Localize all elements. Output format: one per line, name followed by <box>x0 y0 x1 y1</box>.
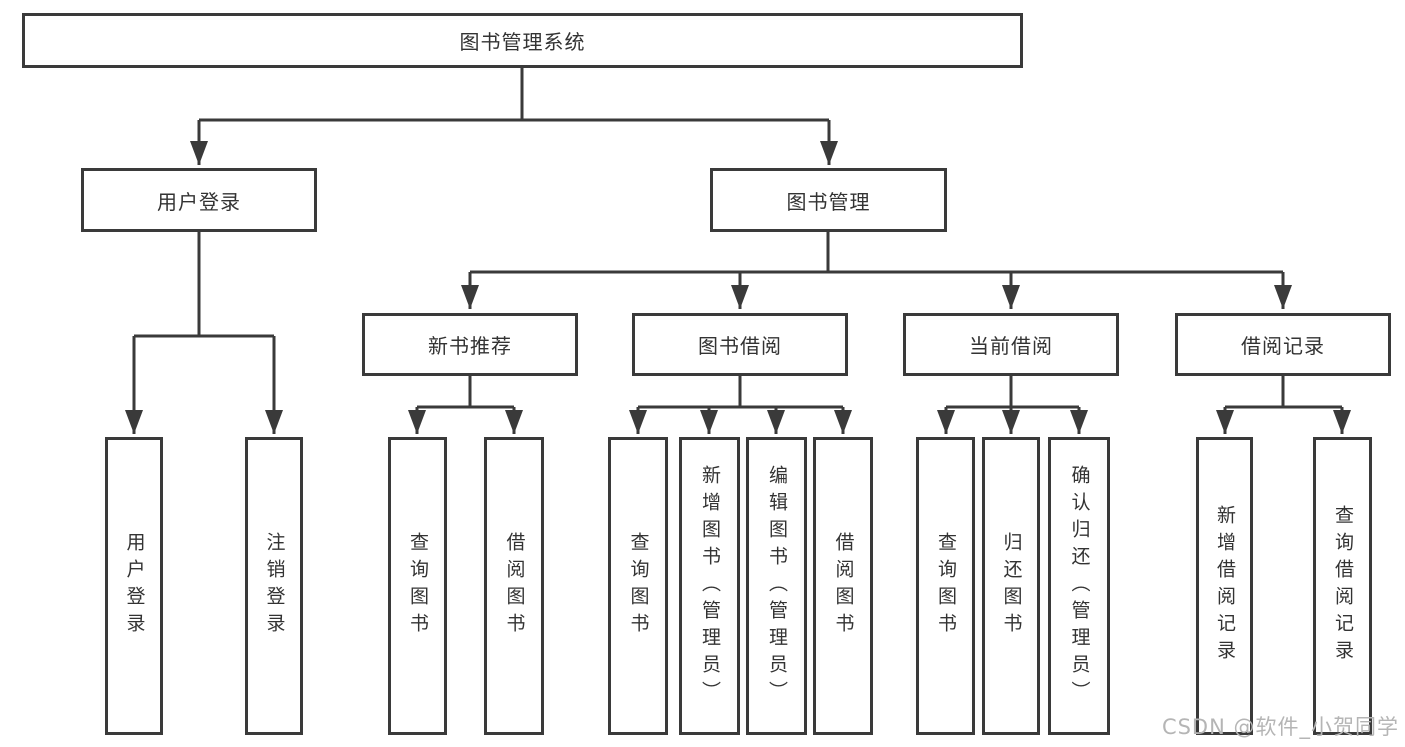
node-root-system: 图书管理系统 <box>22 13 1023 68</box>
leaf-query-books-current: 查询图书 <box>916 437 975 735</box>
node-book-management: 图书管理 <box>710 168 947 232</box>
leaf-add-books-admin: 新增图书（管理员） <box>679 437 740 735</box>
leaf-borrow-books-label: 借阅图书 <box>832 532 855 640</box>
node-borrow-records-label: 借阅记录 <box>1241 334 1325 358</box>
leaf-user-login: 用户登录 <box>105 437 163 735</box>
node-book-management-label: 图书管理 <box>786 189 871 214</box>
leaf-add-borrow-record-label: 新增借阅记录 <box>1214 505 1236 667</box>
node-book-borrow-label: 图书借阅 <box>698 334 782 358</box>
leaf-query-books-borrow: 查询图书 <box>608 437 668 735</box>
leaf-edit-books-admin: 编辑图书（管理员） <box>746 437 807 735</box>
node-book-borrow: 图书借阅 <box>632 313 848 376</box>
leaf-edit-books-admin-label: 编辑图书（管理员） <box>766 464 788 708</box>
node-user-login-label: 用户登录 <box>157 189 241 214</box>
leaf-return-books: 归还图书 <box>982 437 1040 735</box>
leaf-logout: 注销登录 <box>245 437 303 735</box>
leaf-return-books-label: 归还图书 <box>1000 532 1023 640</box>
trunk-lines <box>134 68 1342 409</box>
node-new-book-recommend: 新书推荐 <box>362 313 578 376</box>
leaf-add-borrow-record: 新增借阅记录 <box>1196 437 1253 735</box>
node-user-login: 用户登录 <box>81 168 317 232</box>
node-current-borrow: 当前借阅 <box>903 313 1119 376</box>
node-borrow-records: 借阅记录 <box>1175 313 1391 376</box>
leaf-query-borrow-record: 查询借阅记录 <box>1313 437 1372 735</box>
leaf-query-books-recommend-label: 查询图书 <box>407 532 429 640</box>
leaf-add-books-admin-label: 新增图书（管理员） <box>699 464 721 708</box>
leaf-borrow-books-recommend-label: 借阅图书 <box>503 532 526 640</box>
leaf-borrow-books: 借阅图书 <box>813 437 873 735</box>
leaf-user-login-label: 用户登录 <box>123 532 146 640</box>
leaf-query-books-recommend: 查询图书 <box>388 437 447 735</box>
node-current-borrow-label: 当前借阅 <box>969 334 1053 358</box>
leaf-confirm-return-admin: 确认归还（管理员） <box>1048 437 1110 735</box>
leaf-logout-label: 注销登录 <box>263 532 286 640</box>
leaf-query-borrow-record-label: 查询借阅记录 <box>1332 505 1354 667</box>
leaf-query-books-current-label: 查询图书 <box>935 532 957 640</box>
csdn-watermark: CSDN @软件_小贺同学 <box>1161 715 1399 739</box>
node-new-book-recommend-label: 新书推荐 <box>428 334 512 358</box>
leaf-confirm-return-admin-label: 确认归还（管理员） <box>1068 464 1091 708</box>
arrow-lines <box>125 120 1351 434</box>
leaf-query-books-borrow-label: 查询图书 <box>627 532 650 640</box>
node-root-label: 图书管理系统 <box>459 30 586 54</box>
leaf-borrow-books-recommend: 借阅图书 <box>484 437 544 735</box>
